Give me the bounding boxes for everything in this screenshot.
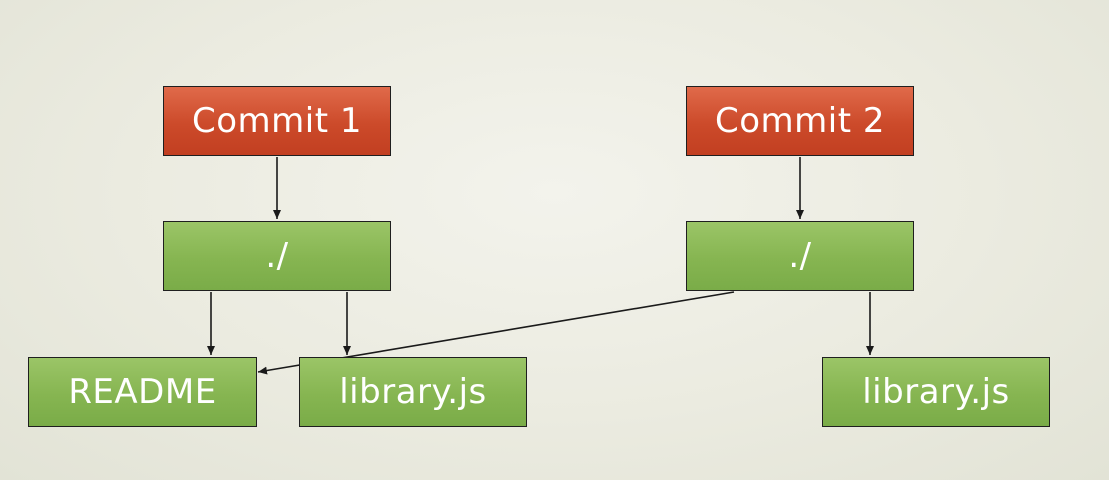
commit-node-1-label: Commit 1 [192,101,362,141]
blob-node-library-2-label: library.js [862,372,1010,412]
blob-node-library-1: library.js [299,357,527,427]
commit-node-2: Commit 2 [686,86,914,156]
tree-node-2-label: ./ [788,236,812,276]
blob-node-library-2: library.js [822,357,1050,427]
blob-node-readme-label: README [68,372,217,412]
tree-node-1-label: ./ [265,236,289,276]
tree-node-2: ./ [686,221,914,291]
blob-node-readme: README [28,357,257,427]
commit-node-2-label: Commit 2 [715,101,885,141]
commit-node-1: Commit 1 [163,86,391,156]
blob-node-library-1-label: library.js [339,372,487,412]
tree-node-1: ./ [163,221,391,291]
